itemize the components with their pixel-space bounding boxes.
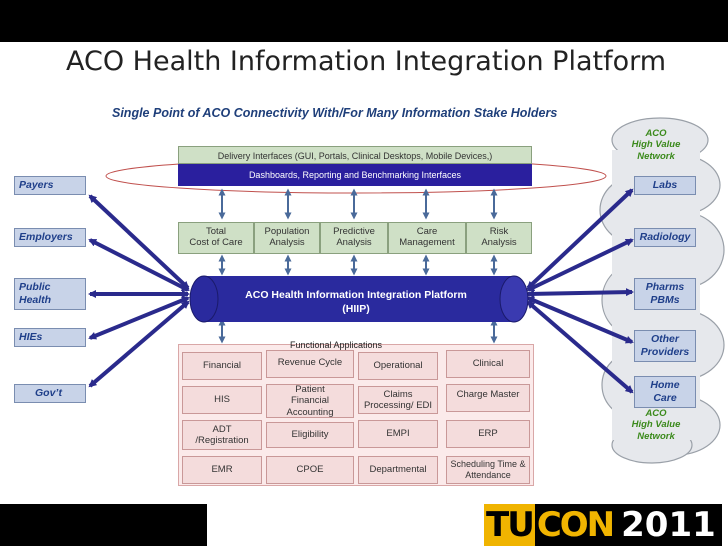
top-black-bar: [0, 0, 728, 42]
platform-pipe: [189, 275, 529, 323]
analytic-predictive: Predictive Analysis: [320, 222, 388, 254]
arrow-employers: [88, 238, 190, 292]
app-his: HIS: [182, 386, 262, 414]
stakeholder-govt: Gov’t: [14, 384, 86, 403]
stakeholder-hies: HIEs: [14, 328, 86, 347]
app-financial: Financial: [182, 352, 262, 380]
platform-label: ACO Health Information Integration Platf…: [216, 288, 496, 316]
app-adt-registration: ADT /Registration: [182, 420, 262, 450]
analytic-population: Population Analysis: [254, 222, 320, 254]
arrow-govt: [88, 300, 190, 388]
analytic-total-cost: Total Cost of Care: [178, 222, 254, 254]
app-revenue-cycle: Revenue Cycle: [266, 350, 354, 378]
cloud-label-top: ACO High Value Network: [631, 128, 681, 162]
dashboards-bar: Dashboards, Reporting and Benchmarking I…: [178, 164, 532, 186]
app-cpoe: CPOE: [266, 456, 354, 484]
network-home-care: Home Care: [634, 376, 696, 408]
analytic-care-management: Care Management: [388, 222, 466, 254]
network-radiology: Radiology: [634, 228, 696, 247]
arrow-payers: [88, 194, 190, 290]
stakeholder-payers: Payers: [14, 176, 86, 195]
app-erp: ERP: [446, 420, 530, 448]
app-scheduling-time-attendance: Scheduling Time & Attendance: [446, 456, 530, 484]
analytic-risk: Risk Analysis: [466, 222, 532, 254]
arrow-pharms: [526, 288, 634, 298]
stakeholder-employers: Employers: [14, 228, 86, 247]
network-pharms-pbms: Pharms PBMs: [634, 278, 696, 310]
platform-label-line2: (HIIP): [342, 303, 370, 316]
app-empi: EMPI: [358, 420, 438, 448]
app-clinical: Clinical: [446, 350, 530, 378]
network-other-providers: Other Providers: [634, 330, 696, 362]
logo-text-a: TU: [484, 504, 535, 546]
logo-text-b: CON: [534, 504, 615, 546]
app-operational: Operational: [358, 352, 438, 380]
cloud-label-bottom: ACO High Value Network: [631, 408, 681, 442]
stakeholder-public-health: Public Health: [14, 278, 86, 310]
arrow-radiology: [526, 238, 634, 292]
app-charge-master: Charge Master: [446, 384, 530, 412]
bottom-black-bar: [0, 504, 207, 546]
page-subtitle: Single Point of ACO Connectivity With/Fo…: [112, 106, 558, 120]
functional-apps-label: Functional Applications: [290, 340, 383, 350]
app-claims-processing: Claims Processing/ EDI: [358, 386, 438, 414]
arrow-hies: [88, 296, 190, 340]
arrow-home-care: [526, 300, 634, 394]
app-emr: EMR: [182, 456, 262, 484]
logo-year: 2011: [615, 504, 722, 546]
app-eligibility: Eligibility: [266, 422, 354, 448]
app-departmental: Departmental: [358, 456, 438, 484]
page-title: ACO Health Information Integration Platf…: [66, 46, 667, 77]
delivery-interfaces-bar: Delivery Interfaces (GUI, Portals, Clini…: [178, 146, 532, 164]
app-patient-financial-accounting: Patient Financial Accounting: [266, 384, 354, 418]
network-labs: Labs: [634, 176, 696, 195]
platform-label-line1: ACO Health Information Integration Platf…: [245, 289, 467, 301]
